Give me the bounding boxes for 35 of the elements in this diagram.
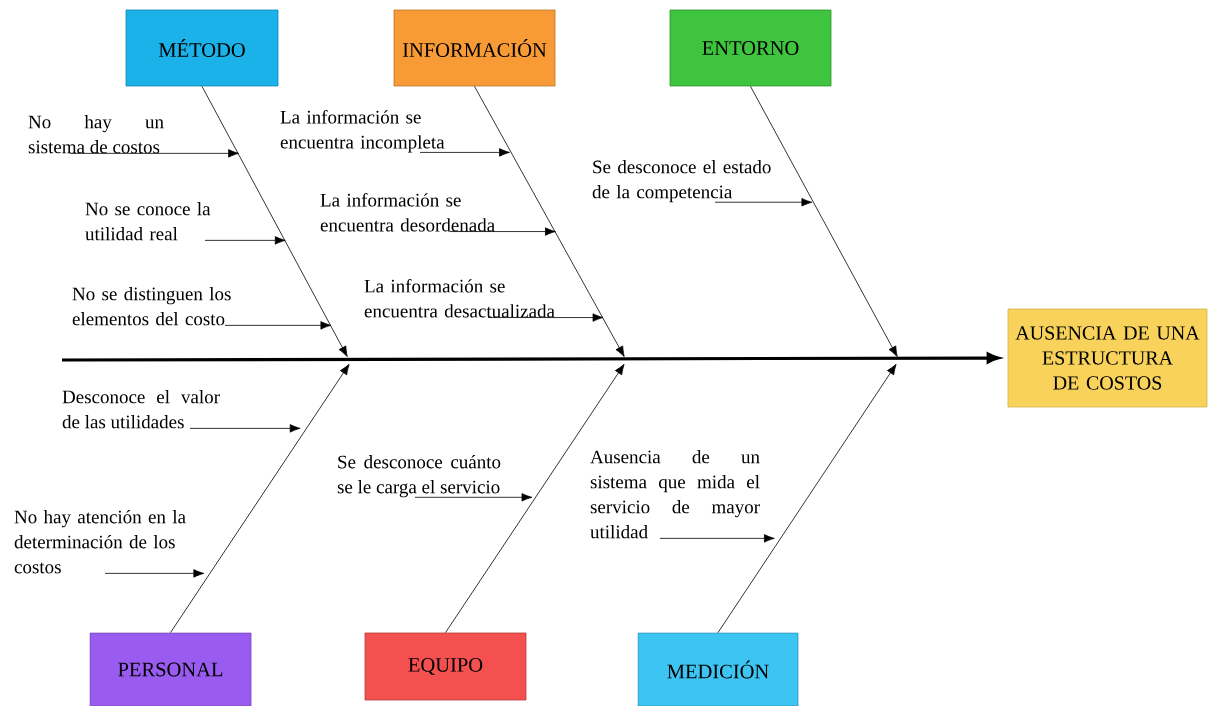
bone-arrow bbox=[750, 86, 898, 357]
cause-arrow bbox=[204, 236, 286, 245]
cause-arrow bbox=[189, 424, 301, 433]
bone-arrow bbox=[717, 363, 897, 633]
bone-arrow bbox=[170, 363, 350, 633]
bone-arrow bbox=[201, 86, 348, 357]
category-box: ENTORNO bbox=[669, 9, 832, 87]
cause-text: No se distinguen los elementos del costo bbox=[72, 287, 231, 326]
category-box: MÉTODO bbox=[125, 9, 279, 87]
cause-arrow bbox=[487, 313, 604, 322]
cause-arrow bbox=[69, 149, 239, 158]
cause-arrow bbox=[449, 227, 556, 236]
cause-arrow bbox=[104, 569, 205, 578]
category-box: EQUIPO bbox=[364, 632, 527, 701]
cause-text: Ausencia de un sistema que mida el servicio de mayor utilidad bbox=[590, 450, 760, 539]
category-box: INFORMACIÓN bbox=[393, 9, 556, 87]
effect-box: AUSENCIA DE UNA ESTRUCTURA DE COSTOS bbox=[1007, 308, 1208, 408]
cause-arrow bbox=[714, 198, 813, 207]
cause-arrow bbox=[414, 493, 533, 502]
cause-text: La información se encuentra desactualizada bbox=[364, 279, 555, 318]
cause-text: No hay un sistema de costos bbox=[28, 115, 164, 154]
cause-text: Desconoce el valor de las utilidades bbox=[62, 390, 220, 429]
bone-arrow bbox=[474, 86, 625, 357]
cause-text: Se desconoce el estado de la competencia bbox=[592, 160, 771, 203]
bone-arrow bbox=[445, 363, 625, 633]
category-box: MEDICIÓN bbox=[637, 632, 799, 706]
cause-text: No se conoce la utilidad real bbox=[85, 202, 211, 241]
category-box: PERSONAL bbox=[89, 632, 252, 706]
cause-text: La información se encuentra desordenada bbox=[320, 193, 495, 232]
cause-text: La información se encuentra incompleta bbox=[280, 110, 445, 153]
cause-arrow bbox=[224, 321, 332, 330]
cause-arrow bbox=[419, 148, 510, 157]
cause-text: No hay atención en la determinación de los costos bbox=[14, 510, 186, 574]
cause-arrow bbox=[659, 534, 775, 543]
cause-text: Se desconoce cuánto se le carga el servicio bbox=[337, 455, 501, 498]
